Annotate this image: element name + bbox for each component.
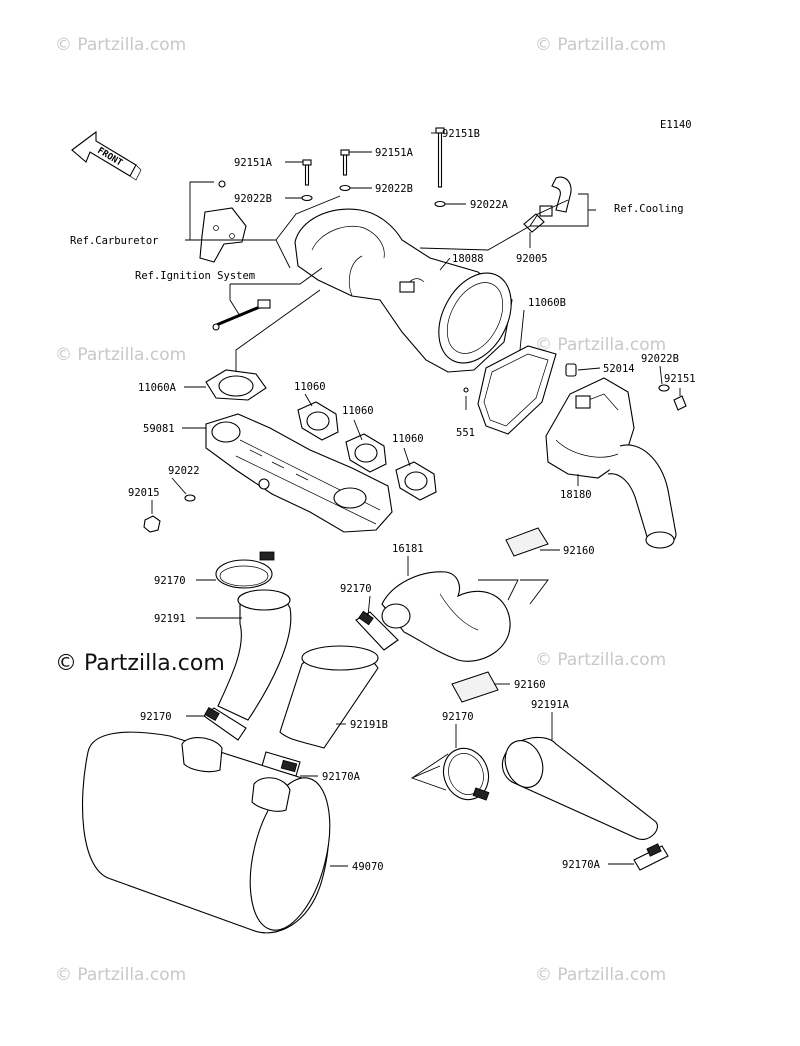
label-92022B: 92022B <box>641 353 679 365</box>
gasket-11060-2 <box>345 433 387 473</box>
label-92151A: 92151A <box>375 147 414 159</box>
hose-92191B <box>279 645 379 749</box>
watermark: © Partzilla.com <box>55 965 186 985</box>
gasket-11060-1 <box>297 401 339 441</box>
clamp-92170-3 <box>203 706 247 741</box>
watermark: © Partzilla.com <box>535 965 666 985</box>
plug-52014 <box>565 363 577 377</box>
label-92170: 92170 <box>140 711 172 723</box>
washer-92022 <box>184 494 196 502</box>
label-92170A: 92170A <box>322 771 361 783</box>
label-92170A: 92170A <box>562 859 601 871</box>
diagram-code: E1140 <box>660 119 692 131</box>
washer-92022B-1 <box>301 194 313 202</box>
clamp-92170A-2 <box>633 843 669 871</box>
hose-16181 <box>381 571 511 662</box>
washer-92022A <box>434 200 446 208</box>
label-18088: 18088 <box>452 253 484 265</box>
cooling-fitting <box>523 176 572 233</box>
label-52014: 52014 <box>603 363 635 375</box>
watermark: © Partzilla.com <box>535 335 666 355</box>
leader-lines <box>151 132 681 867</box>
exhaust-chamber-upper <box>294 208 513 373</box>
hose-92191 <box>217 589 292 721</box>
label-18180: 18180 <box>560 489 592 501</box>
bolt-92151 <box>673 395 687 411</box>
label-92022B: 92022B <box>234 193 272 205</box>
label-11060: 11060 <box>294 381 326 393</box>
clamp-92170-4 <box>442 747 490 801</box>
gasket-11060B <box>477 345 557 435</box>
label-92160: 92160 <box>563 545 595 557</box>
label-92151A: 92151A <box>234 157 273 169</box>
pin-551 <box>463 387 469 393</box>
label-11060A: 11060A <box>138 382 177 394</box>
label-ref-cooling: Ref.Cooling <box>614 203 684 215</box>
label-92191B: 92191B <box>350 719 388 731</box>
label-92191: 92191 <box>154 613 186 625</box>
watermark: © Partzilla.com <box>535 650 666 670</box>
gasket-11060A <box>205 369 267 401</box>
bolt-92151A-1 <box>302 159 312 186</box>
exhaust-manifold <box>205 413 393 533</box>
watermark: © Partzilla.com <box>55 35 186 55</box>
label-ref-ignition: Ref.Ignition System <box>135 270 255 282</box>
label-92005: 92005 <box>516 253 548 265</box>
watermark: © Partzilla.com <box>535 35 666 55</box>
label-92151B: 92151B <box>442 128 480 140</box>
nut-92015 <box>143 515 161 533</box>
washer-92022B-3 <box>658 384 670 392</box>
washer-92022B-2 <box>339 184 351 192</box>
bolt-92151A-2 <box>340 149 350 176</box>
label-92170: 92170 <box>154 575 186 587</box>
part-labels: 92151B 92151A 92151A 92022B 92022B 92022… <box>70 128 696 873</box>
label-92160: 92160 <box>514 679 546 691</box>
expansion-chamber <box>545 377 677 549</box>
bolt-92151B <box>435 127 445 188</box>
watermarks: © Partzilla.com © Partzilla.com © Partzi… <box>55 35 666 985</box>
pad-92160-1 <box>505 527 549 557</box>
label-92022B: 92022B <box>375 183 413 195</box>
gasket-11060-3 <box>395 461 437 501</box>
clamp-92170-2 <box>355 610 399 651</box>
watermark: © Partzilla.com <box>55 345 186 365</box>
label-16181: 16181 <box>392 543 424 555</box>
label-49070: 49070 <box>352 861 384 873</box>
carburetor-bracket <box>199 180 247 263</box>
label-92191A: 92191A <box>531 699 570 711</box>
label-11060: 11060 <box>392 433 424 445</box>
hose-92191A <box>501 736 658 840</box>
label-59081: 59081 <box>143 423 175 435</box>
pad-92160-2 <box>451 671 499 703</box>
label-ref-carburetor: Ref.Carburetor <box>70 235 159 247</box>
label-92151: 92151 <box>664 373 696 385</box>
label-92022A: 92022A <box>470 199 509 211</box>
watermark-main: © Partzilla.com <box>55 651 225 676</box>
label-11060: 11060 <box>342 405 374 417</box>
label-551: 551 <box>456 427 475 439</box>
muffler <box>82 731 331 934</box>
label-92015: 92015 <box>128 487 160 499</box>
front-arrow-icon: FRONT <box>71 130 142 181</box>
label-92170: 92170 <box>442 711 474 723</box>
label-11060B: 11060B <box>528 297 566 309</box>
clamp-92170-1 <box>215 551 275 589</box>
label-92022: 92022 <box>168 465 200 477</box>
ignition-sensor <box>212 299 271 331</box>
label-92170: 92170 <box>340 583 372 595</box>
